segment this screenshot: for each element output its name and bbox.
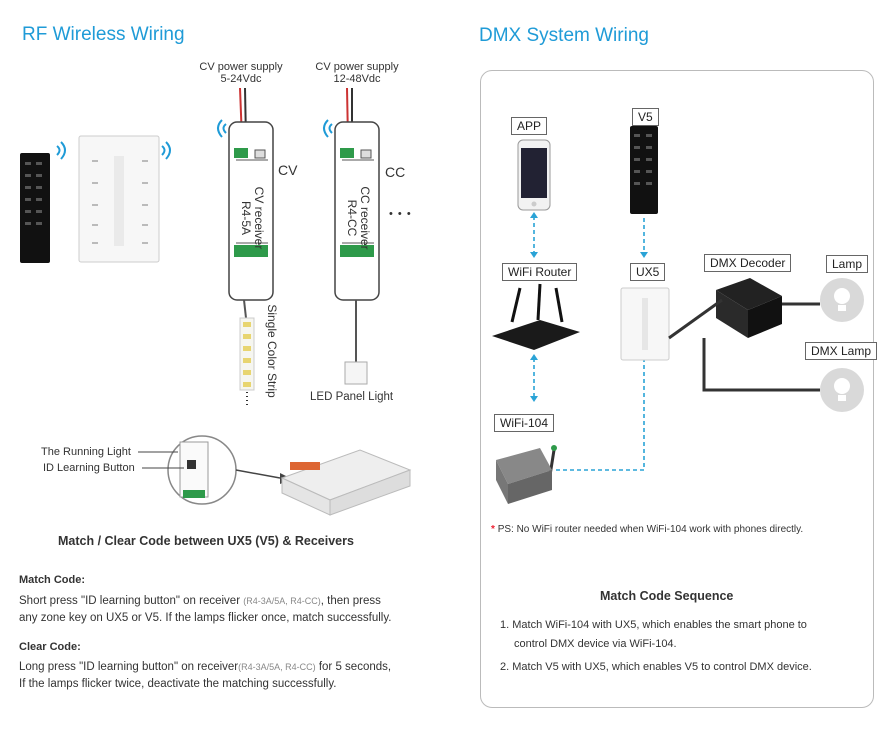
arrow-heads [530, 212, 648, 402]
receiver-closeup-image [138, 435, 292, 505]
cv-power-supply-label: CV power supply 5-24Vdc [199, 61, 283, 85]
dmx-decoder-label: DMX Decoder [704, 254, 792, 272]
v5-label: V5 [632, 108, 659, 126]
wifi104-device-image [496, 445, 557, 504]
dmx-lamp-icon [820, 368, 864, 412]
lamp-icon [820, 278, 864, 322]
match-clear-title: Match / Clear Code between UX5 (V5) & Re… [58, 534, 354, 548]
rf-title: RF Wireless Wiring [22, 24, 185, 45]
app-label: APP [511, 117, 548, 135]
v5-remote-dmx-image [630, 126, 658, 214]
sequence-step-1: 1. Match WiFi-104 with UX5, which enable… [500, 619, 807, 650]
match-code-text: Short press "ID learning button" on rece… [19, 595, 392, 624]
cc-power-supply-label: CV power supply 12-48Vdc [315, 61, 399, 85]
clear-code-text: Long press "ID learning button" on recei… [19, 661, 392, 690]
receiver-product-image [280, 449, 412, 516]
cv-receiver-image [228, 121, 274, 301]
ux5-panel-dmx-image [620, 287, 670, 361]
dmx-lamp-label: DMX Lamp [805, 342, 878, 360]
running-light-label: The Running Light [41, 446, 131, 458]
v5-remote-image [20, 153, 50, 263]
ellipsis: • • • [389, 208, 412, 220]
ux5-label: UX5 [630, 263, 666, 281]
led-panel-light-image [344, 361, 368, 385]
cc-receiver-image [334, 121, 380, 301]
wifi-router-image [492, 283, 580, 350]
clear-code-title: Clear Code: [19, 641, 81, 653]
dashed-link-lines [533, 216, 645, 471]
id-learning-button-label: ID Learning Button [43, 462, 135, 474]
led-panel-light-label: LED Panel Light [310, 391, 394, 403]
wireless-signal-icon [56, 119, 333, 160]
sequence-title: Match Code Sequence [600, 589, 734, 603]
match-code-title: Match Code: [19, 574, 85, 586]
single-color-strip-image [239, 299, 255, 408]
cc-label: CC [385, 164, 406, 180]
lamp-label: Lamp [826, 255, 869, 273]
sequence-step-2: 2. Match V5 with UX5, which enables V5 t… [500, 661, 812, 673]
dmx-title: DMX System Wiring [479, 25, 649, 46]
dmx-decoder-image [716, 278, 782, 338]
cv-label: CV [278, 162, 298, 178]
wifi-router-label: WiFi Router [502, 263, 578, 281]
dmx-wires [668, 298, 820, 392]
wifi104-label: WiFi-104 [494, 414, 555, 432]
ux5-panel-image [78, 135, 160, 263]
smartphone-image [517, 139, 551, 211]
ps-note: * PS: No WiFi router needed when WiFi-10… [491, 524, 804, 535]
